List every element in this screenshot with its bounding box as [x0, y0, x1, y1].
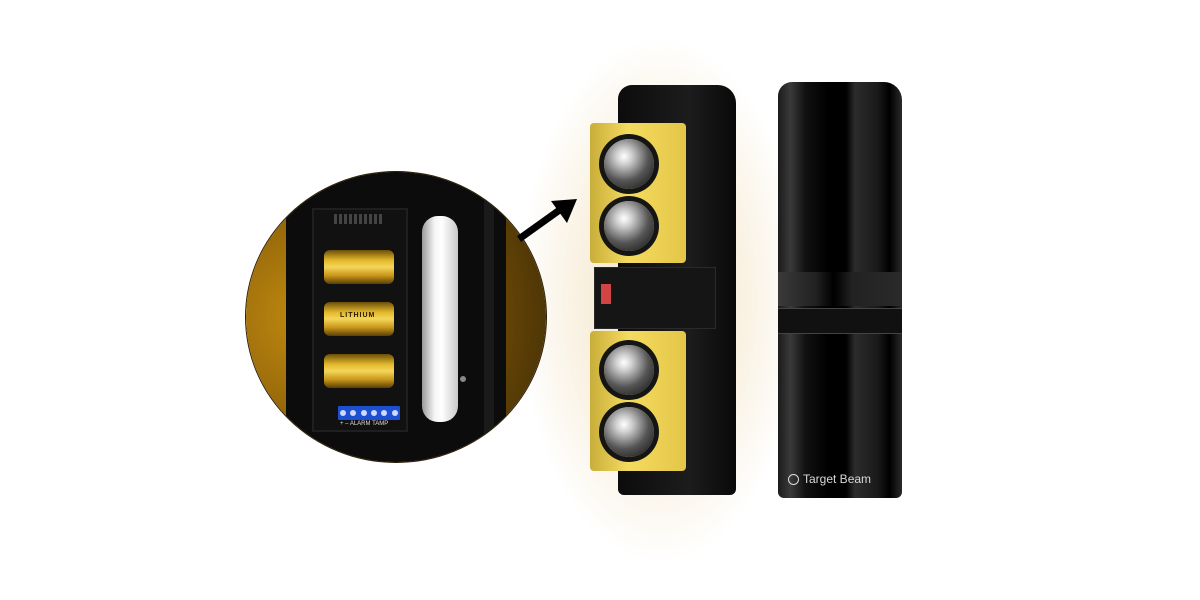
- brand-label: Target Beam: [803, 472, 872, 486]
- lens-3: [604, 345, 654, 395]
- lens-1: [604, 139, 654, 189]
- open-beam-detector: [590, 85, 736, 495]
- circuit-board: LITHIUM + – ALARM TAMP: [312, 208, 408, 432]
- terminal-label: + – ALARM TAMP: [340, 421, 389, 427]
- battery-2: LITHIUM: [324, 302, 394, 336]
- closed-beam-detector: Target Beam: [778, 82, 902, 498]
- battery-compartment-inset: LITHIUM + – ALARM TAMP: [246, 172, 546, 462]
- lower-lens-module: [590, 331, 686, 471]
- battery-1: [324, 250, 394, 284]
- battery-3: [324, 354, 394, 388]
- brand: Target Beam: [788, 472, 871, 486]
- dip-switch: [601, 284, 611, 304]
- brand-band: Target Beam: [778, 272, 902, 486]
- terminal-block: [338, 406, 400, 420]
- housing-rail: [484, 172, 494, 462]
- lens-2: [604, 201, 654, 251]
- upper-lens-module: [590, 123, 686, 263]
- lower-band: [778, 308, 902, 334]
- screw: [460, 376, 466, 382]
- lens-4: [604, 407, 654, 457]
- white-cylinder: [422, 216, 458, 422]
- pin-connector: [334, 214, 384, 224]
- target-logo-icon: [788, 473, 799, 485]
- control-panel: [594, 267, 716, 329]
- arrow-icon: [516, 199, 577, 242]
